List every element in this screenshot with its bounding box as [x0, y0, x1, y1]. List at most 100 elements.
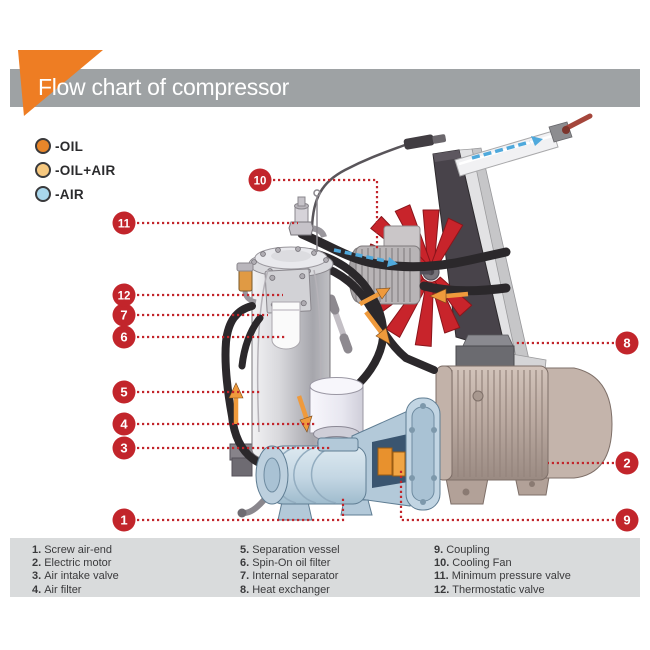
part-number: 6. [240, 557, 250, 570]
part-name: Coupling [446, 544, 490, 556]
part-number: 7. [240, 570, 250, 583]
part-number: 8. [240, 583, 250, 596]
spin-on-oil-filter [271, 301, 301, 350]
callout-number: 3 [120, 441, 127, 456]
header-bar [10, 69, 640, 107]
coupling [377, 447, 406, 477]
callout-11: 11 [112, 211, 136, 235]
legend-swatch [35, 162, 51, 178]
flow-legend-item: -OIL [35, 134, 116, 158]
callout-number: 5 [120, 385, 127, 400]
part-row: 5.Separation vessel [240, 544, 340, 557]
callout-5: 5 [112, 380, 136, 404]
legend-swatch [35, 186, 51, 202]
callout-circle [112, 211, 136, 235]
fan-blade [414, 281, 434, 347]
part-name: Separation vessel [252, 544, 340, 556]
callout-circle [615, 451, 639, 475]
part-number: 9. [434, 544, 444, 556]
oil-drain [241, 497, 267, 516]
minimum-pressure-valve [288, 196, 327, 238]
part-row: 2.Electric motor [32, 557, 119, 570]
braided-hose [326, 294, 353, 354]
part-number: 2. [32, 557, 42, 570]
part-name: Air intake valve [44, 570, 119, 583]
callout-circle [112, 325, 136, 349]
flow-legend-item: -OIL+AIR [35, 158, 116, 182]
part-number: 4. [32, 583, 42, 596]
hose-left-short [238, 314, 264, 370]
callout-circle [112, 436, 136, 460]
callout-8: 8 [615, 331, 639, 355]
part-name: Screw air-end [44, 544, 113, 556]
hose-air-to-cooler [297, 229, 511, 272]
callout-number: 4 [120, 417, 128, 432]
callout-circle [112, 508, 136, 532]
callout-circle [615, 331, 639, 355]
callout-4: 4 [112, 412, 136, 436]
part-name: Electric motor [44, 557, 112, 570]
callout-1: 1 [112, 508, 136, 532]
callout-circle [248, 168, 272, 192]
callout-7: 7 [112, 303, 136, 327]
callout-number: 12 [118, 291, 131, 303]
part-row: 10.Cooling Fan [434, 557, 571, 570]
callout-2: 2 [615, 451, 639, 475]
hose-oil-1 [322, 264, 438, 374]
oil-flow-arrow-down [364, 310, 383, 334]
callout-circle [112, 283, 136, 307]
part-row: 6.Spin-On oil filter [240, 557, 340, 570]
oil-sight-glass [236, 262, 257, 305]
leader-line-9 [399, 468, 614, 522]
legend-label: -OIL [55, 138, 84, 154]
part-number: 1. [32, 544, 42, 556]
part-name: Spin-On oil filter [252, 557, 331, 570]
part-row: 9.Coupling [434, 544, 571, 557]
callout-9: 9 [615, 508, 639, 532]
callout-circle [112, 303, 136, 327]
part-name: Cooling Fan [452, 557, 512, 570]
leader-line-10 [273, 178, 379, 250]
callout-number: 1 [120, 513, 127, 528]
legend-swatch [35, 138, 51, 154]
part-row: 4.Air filter [32, 584, 119, 597]
valve-handle [562, 113, 593, 132]
part-number: 3. [32, 570, 42, 583]
sensor-cable [310, 134, 447, 229]
callout-10: 10 [248, 168, 272, 192]
flow-legend-item: -AIR [35, 182, 116, 206]
page-title: Flow chart of compressor [38, 74, 289, 100]
legend-label: -OIL+AIR [55, 162, 116, 178]
part-name: Internal separator [252, 570, 339, 583]
air-flow-arrow-filter [296, 395, 310, 421]
part-number: 10. [434, 557, 450, 570]
callout-number: 9 [623, 513, 630, 528]
part-name: Minimum pressure valve [451, 570, 571, 583]
callout-number: 8 [623, 336, 630, 351]
air-flow-arrow-hose [333, 248, 387, 263]
legend-label: -AIR [55, 186, 84, 202]
oil-flow-arrow-left [445, 291, 469, 299]
callout-circle [112, 380, 136, 404]
callout-12: 12 [112, 283, 136, 307]
callout-number: 2 [623, 456, 630, 471]
part-number: 5. [240, 544, 250, 556]
hose-oil-2 [306, 248, 388, 402]
screw-air-end [237, 397, 441, 521]
part-number: 11. [434, 570, 449, 583]
oil-flow-arrow-up-right [358, 292, 381, 306]
flow-arrows [333, 248, 469, 345]
callout-number: 11 [118, 219, 131, 231]
electric-motor [435, 334, 613, 505]
air-flow-arrow-pipe [471, 140, 531, 160]
hoses [297, 229, 511, 402]
callout-circle [615, 508, 639, 532]
leader-line-1 [137, 498, 345, 522]
part-row: 1.Screw air-end [32, 544, 119, 557]
